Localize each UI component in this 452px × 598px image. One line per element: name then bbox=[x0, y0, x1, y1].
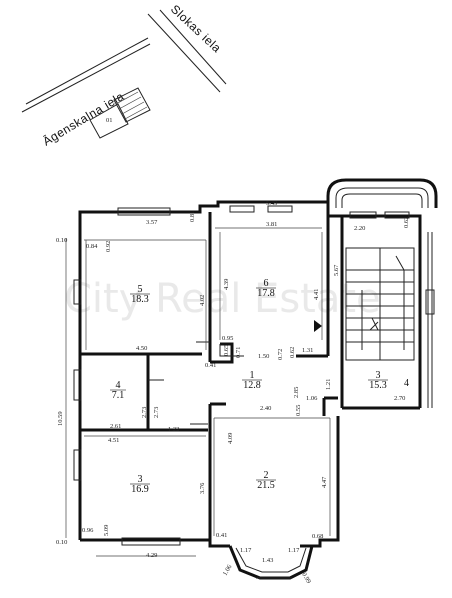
room-area: 16.9 bbox=[131, 484, 149, 495]
dimension-label: 2.20 bbox=[354, 225, 365, 232]
dimension-label: 1.31 bbox=[302, 347, 313, 354]
room-number: 1 bbox=[250, 370, 255, 381]
top-bay-window bbox=[326, 178, 438, 208]
dimension-label: 1.21 bbox=[325, 379, 332, 390]
dimension-label: 0.72 bbox=[277, 349, 284, 360]
dimension-label: 1.06 bbox=[222, 563, 234, 577]
street-label-agenskalna: Āgenskalna iela bbox=[40, 89, 126, 149]
dimension-label: 4.02 bbox=[199, 295, 206, 306]
dimension-label: 1.43 bbox=[262, 557, 273, 564]
dimension-label: 0.62 bbox=[403, 217, 410, 228]
dimension-label: 0.68 bbox=[312, 533, 323, 540]
dimension-label: 2.85 bbox=[293, 387, 300, 398]
door-arrow-marker bbox=[314, 320, 322, 332]
room-area: 7.1 bbox=[112, 390, 125, 401]
dimension-lines bbox=[65, 227, 331, 557]
site-building-outline bbox=[89, 103, 129, 139]
dimension-label: 0.92 bbox=[105, 241, 112, 252]
dimension-label: 4.50 bbox=[136, 345, 147, 352]
room-number: 3 bbox=[376, 370, 381, 381]
outer-walls bbox=[78, 200, 433, 548]
room-area: 12.8 bbox=[243, 380, 261, 391]
dimension-label: 0.81 bbox=[189, 211, 196, 222]
dimension-label: 0.10 bbox=[56, 539, 67, 546]
dimension-label: 4.47 bbox=[321, 476, 328, 488]
room-labels: 5 18.3 6 17.8 1 12.8 4 7.1 3 16.9 2 21.5… bbox=[110, 278, 409, 495]
dimension-label: 1.22 bbox=[168, 426, 179, 433]
dimension-label: 4.39 bbox=[223, 279, 230, 290]
dimension-label: 4.41 bbox=[313, 289, 320, 300]
dimension-label: 4.09 bbox=[227, 433, 234, 444]
room-number: 4 bbox=[116, 380, 121, 391]
dimension-label: 2.61 bbox=[110, 423, 121, 430]
site-plan: Āgenskalna iela Slokas iela 01 bbox=[21, 2, 227, 149]
dimension-label: 0.10 bbox=[56, 237, 67, 244]
room-number-stair-side: 4 bbox=[404, 378, 409, 389]
dimension-label: 0.55 bbox=[295, 405, 302, 416]
room-area: 15.3 bbox=[369, 380, 387, 391]
dimension-label: 0.41 bbox=[205, 362, 216, 369]
room-number: 3 bbox=[138, 474, 143, 485]
bottom-bay-window bbox=[228, 545, 314, 580]
dimension-label: 1.50 bbox=[258, 353, 269, 360]
dimension-label: 5.49 bbox=[266, 200, 277, 207]
stairwell bbox=[345, 247, 415, 361]
dimension-label: 5.67 bbox=[333, 264, 340, 276]
dimension-label: 0.99 bbox=[300, 572, 312, 585]
dimension-label: 0.62 bbox=[289, 347, 296, 358]
dimension-label: 0.71 bbox=[235, 347, 242, 358]
dimension-label: 3.81 bbox=[266, 221, 277, 228]
room-number: 5 bbox=[138, 284, 143, 295]
dimension-label: 2.70 bbox=[394, 395, 405, 402]
room-number: 2 bbox=[264, 470, 269, 481]
room-number: 6 bbox=[264, 278, 269, 289]
dimension-label: 0.96 bbox=[82, 527, 94, 534]
dimension-label: 3.57 bbox=[146, 219, 158, 226]
interior-walls bbox=[80, 212, 338, 540]
dimension-label: 4.51 bbox=[108, 437, 119, 444]
dimension-label: 4.29 bbox=[146, 552, 157, 559]
dimension-label: 2.73 bbox=[141, 407, 148, 418]
room-area: 17.8 bbox=[257, 288, 275, 299]
dimension-labels: 5.49 3.57 3.81 2.20 0.62 0.10 0.84 0.81 … bbox=[56, 200, 410, 585]
dimension-label: 1.06 bbox=[306, 395, 318, 402]
dimension-label: 5.09 bbox=[103, 525, 110, 536]
site-building-hatched bbox=[113, 87, 151, 123]
dimension-label: 0.84 bbox=[86, 243, 98, 250]
dimension-label: 2.73 bbox=[153, 407, 160, 418]
dimension-label: 1.17 bbox=[288, 547, 300, 554]
dimension-label: 0.95 bbox=[222, 335, 233, 342]
dimension-label: 0.41 bbox=[216, 532, 227, 539]
room-area: 18.3 bbox=[131, 294, 149, 305]
dimension-label: 2.40 bbox=[260, 405, 271, 412]
dimension-label: 10.59 bbox=[57, 411, 64, 426]
windows bbox=[73, 205, 435, 546]
dimension-label: 1.17 bbox=[240, 547, 252, 554]
dimension-label: 0.65 bbox=[223, 345, 230, 356]
site-plan-label: 01 bbox=[106, 117, 113, 124]
room-area: 21.5 bbox=[257, 480, 275, 491]
dimension-label: 3.76 bbox=[199, 482, 206, 494]
